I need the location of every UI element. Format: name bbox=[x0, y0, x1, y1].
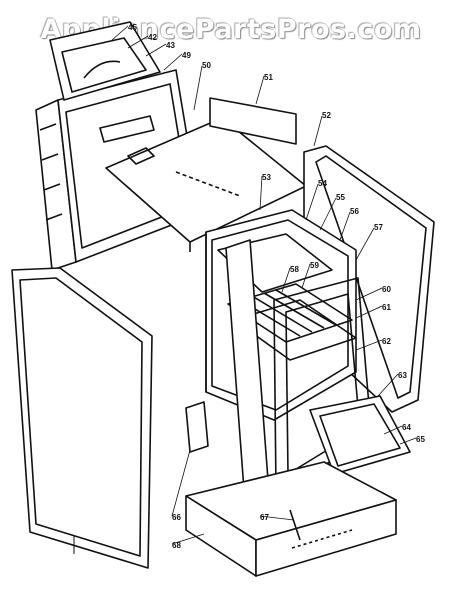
callout-label: 52 bbox=[322, 111, 331, 120]
callout-label: 61 bbox=[382, 303, 391, 312]
callout-label: 66 bbox=[172, 513, 181, 522]
storage-drawer bbox=[185, 461, 397, 577]
callout-label: 57 bbox=[374, 223, 383, 232]
oven-side-panel bbox=[11, 267, 153, 569]
callout-label: 63 bbox=[398, 371, 407, 380]
bracket bbox=[185, 401, 301, 541]
broiler-pan bbox=[309, 395, 411, 475]
oven-cavity bbox=[205, 209, 357, 421]
callout-label: 45 bbox=[128, 23, 137, 32]
callout-label: 50 bbox=[202, 61, 211, 70]
callout-label: 62 bbox=[382, 337, 391, 346]
callout-label: 42 bbox=[148, 33, 157, 42]
callout-label: 68 bbox=[172, 541, 181, 550]
callout-label: 53 bbox=[262, 173, 271, 182]
callout-label: 54 bbox=[318, 179, 327, 188]
callout-label: 65 bbox=[416, 435, 425, 444]
callout-label: 67 bbox=[260, 513, 269, 522]
callout-label: 60 bbox=[382, 285, 391, 294]
callout-label: 49 bbox=[182, 51, 191, 60]
callout-label: 59 bbox=[310, 261, 319, 270]
callout-label: 64 bbox=[402, 423, 411, 432]
callout-label: 43 bbox=[166, 41, 175, 50]
callout-label: 51 bbox=[264, 73, 273, 82]
callout-label: 55 bbox=[336, 193, 345, 202]
oven-top-panel bbox=[105, 97, 307, 252]
callout-label: 58 bbox=[290, 265, 299, 274]
callout-label: 56 bbox=[350, 207, 359, 216]
